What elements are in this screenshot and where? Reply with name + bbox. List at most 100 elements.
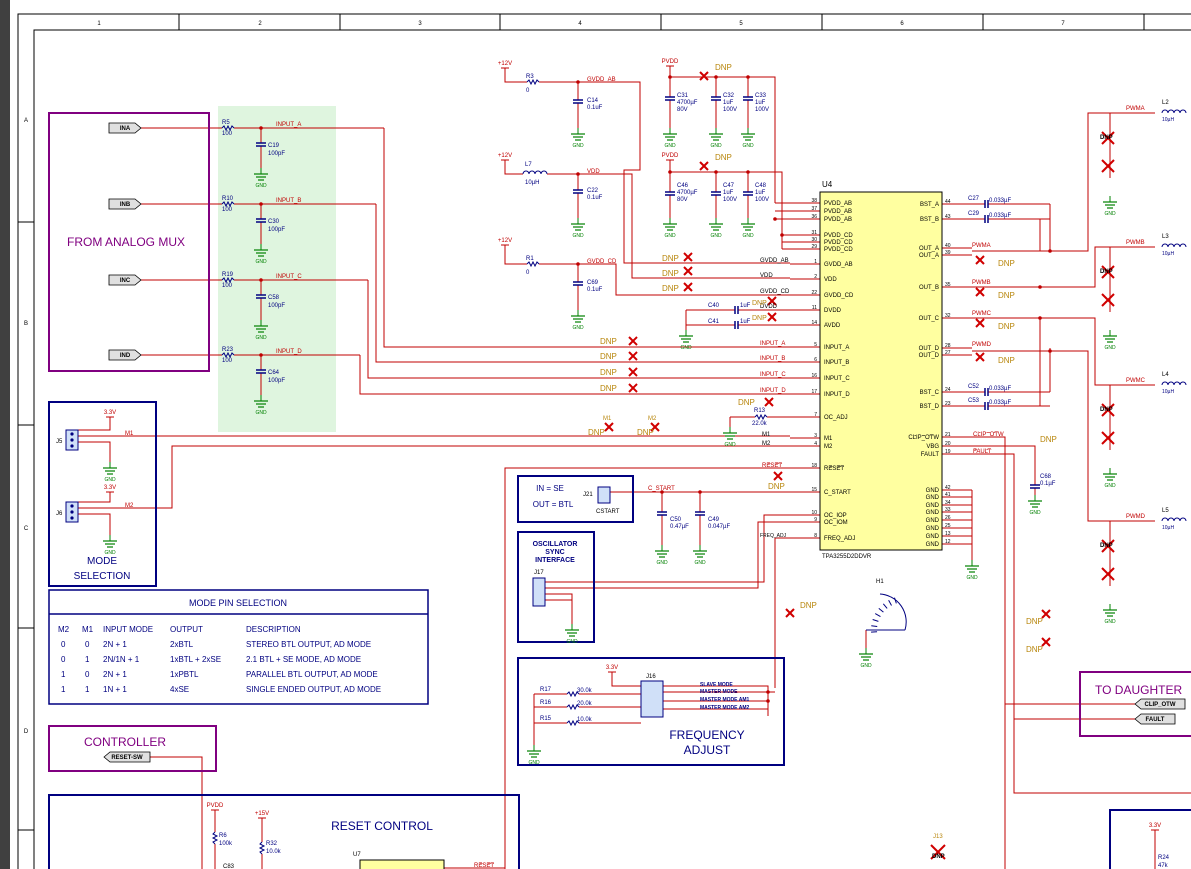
dnp-cross [767,312,777,322]
resistor-symbol [221,124,235,132]
part-value: 0.1uF [587,287,603,293]
ic-pin-number: 31 [811,230,817,236]
frequency-adjust-title: FREQUENCY [669,728,744,742]
ic-part-number: TPA3255D2DDVR [822,554,872,560]
capacitor-ref: C19 [268,143,280,149]
part-ref: R32 [266,841,278,847]
ground-label: GND [1104,619,1116,625]
net-label: INPUT_C [276,274,302,280]
part-ref: C31 [677,93,689,99]
port-symbol: RESET-SW [103,751,151,763]
wire [359,355,790,395]
ic-pin-name: DVDD [824,308,842,314]
capacitor-symbol [984,215,989,223]
jumper-header [532,577,546,607]
inductor-symbol [1161,109,1187,114]
dnp-cross [1041,637,1051,647]
row-label: A [24,118,28,124]
ic-pin-name: GVDD_CD [824,293,854,299]
ground-symbol: GND [1103,196,1117,217]
dnp-label: DNP [1040,435,1057,444]
part-ref: M2 [648,416,657,422]
ic-pin-number: 32 [945,313,951,319]
ic-pin-name: GND [926,488,940,494]
net-label: PWMC [1126,378,1146,384]
part-ref: R3 [526,74,534,80]
column-label: 6 [900,21,904,27]
ic-pin-number: 9 [814,517,817,523]
resistor-ref: R5 [222,120,230,126]
ground-label: GND [664,233,676,239]
ground-symbol: GND [1103,468,1117,489]
net-label: M2 [125,503,134,509]
ic-pin-name: VBG [926,444,939,450]
wire [78,513,111,535]
dnp-label: DNP [662,269,679,278]
net-label: VDD [587,169,600,175]
ic-pin-number: 23 [945,401,951,407]
capacitor-symbol [734,306,739,314]
dnp-label: DNP [800,601,817,610]
mode-table-cell: 1xBTL + 2xSE [170,655,221,664]
port-label: INA [120,126,131,132]
net-label: GVDD_CD [760,289,790,295]
part-ref: R6 [219,833,227,839]
part-value: 0.047µF [708,524,730,530]
port-symbol: INC [108,274,142,286]
ic-pin-number: 26 [945,515,951,521]
part-value: 1uF [755,100,766,106]
wires [78,66,1191,869]
ic-pin-number: 30 [811,237,817,243]
dnp-cross [683,266,693,276]
ic-pin-number: 1 [814,259,817,265]
ground-symbol: GND [741,128,755,149]
resistor-value: 100 [222,131,233,137]
power-label: PVDD [662,153,679,159]
dnp-label: DNP [588,428,605,437]
frequency-adjust-title: ADJUST [684,743,731,757]
dnp-cross [975,318,985,328]
ic-pin-number: 40 [945,243,951,249]
dnp-cross [1101,403,1115,417]
ic-pin-number: 17 [811,389,817,395]
ground-label: GND [710,143,722,149]
power-label: PVDD [662,59,679,65]
ground-label: GND [1104,483,1116,489]
junction-dot [668,75,672,79]
net-label: M1 [762,432,771,438]
part-value: 22.0k [752,421,768,427]
mode-table-header: INPUT MODE [103,625,153,634]
net-label: GVDD_AB [760,258,789,264]
dnp-cross [975,287,985,297]
heatsink-fin [888,599,892,606]
part-value: 10µH [1162,389,1174,395]
ic-pin-name: GND [926,542,940,548]
net-label: MASTER MODE AM2 [700,705,749,711]
capacitor-symbol [665,191,675,196]
part-value: 1uF [755,190,766,196]
dnp-cross [975,255,985,265]
ic-pin-name: GND [926,510,940,516]
ic-pin-number: 25 [945,523,951,529]
ground-symbol: GND [254,168,268,189]
part-value: 100V [755,197,769,203]
ic-pin-name: OUT_B [919,285,939,291]
part-value: 10µH [1162,525,1174,531]
resistor-symbol [566,690,580,698]
ground-label: GND [255,335,267,341]
part-ref: CSTART [596,509,620,515]
dnp-cross [650,422,660,432]
part-value: 1uF [723,100,734,106]
ic-pin-number: 4 [814,441,817,447]
ic-pin-name: AVDD [824,323,841,329]
power-label: 3.3V [606,665,618,671]
net-label: INPUT_B [760,356,785,362]
wire [545,593,573,600]
resistor-ref: R19 [222,272,234,278]
ic-pin-number: 11 [812,305,817,311]
jumper-pin [70,444,74,448]
ground-label: GND [1104,211,1116,217]
dnp-cross [1101,431,1115,445]
jumper-ref: J21 [583,492,593,498]
junction-dot [1048,349,1052,353]
